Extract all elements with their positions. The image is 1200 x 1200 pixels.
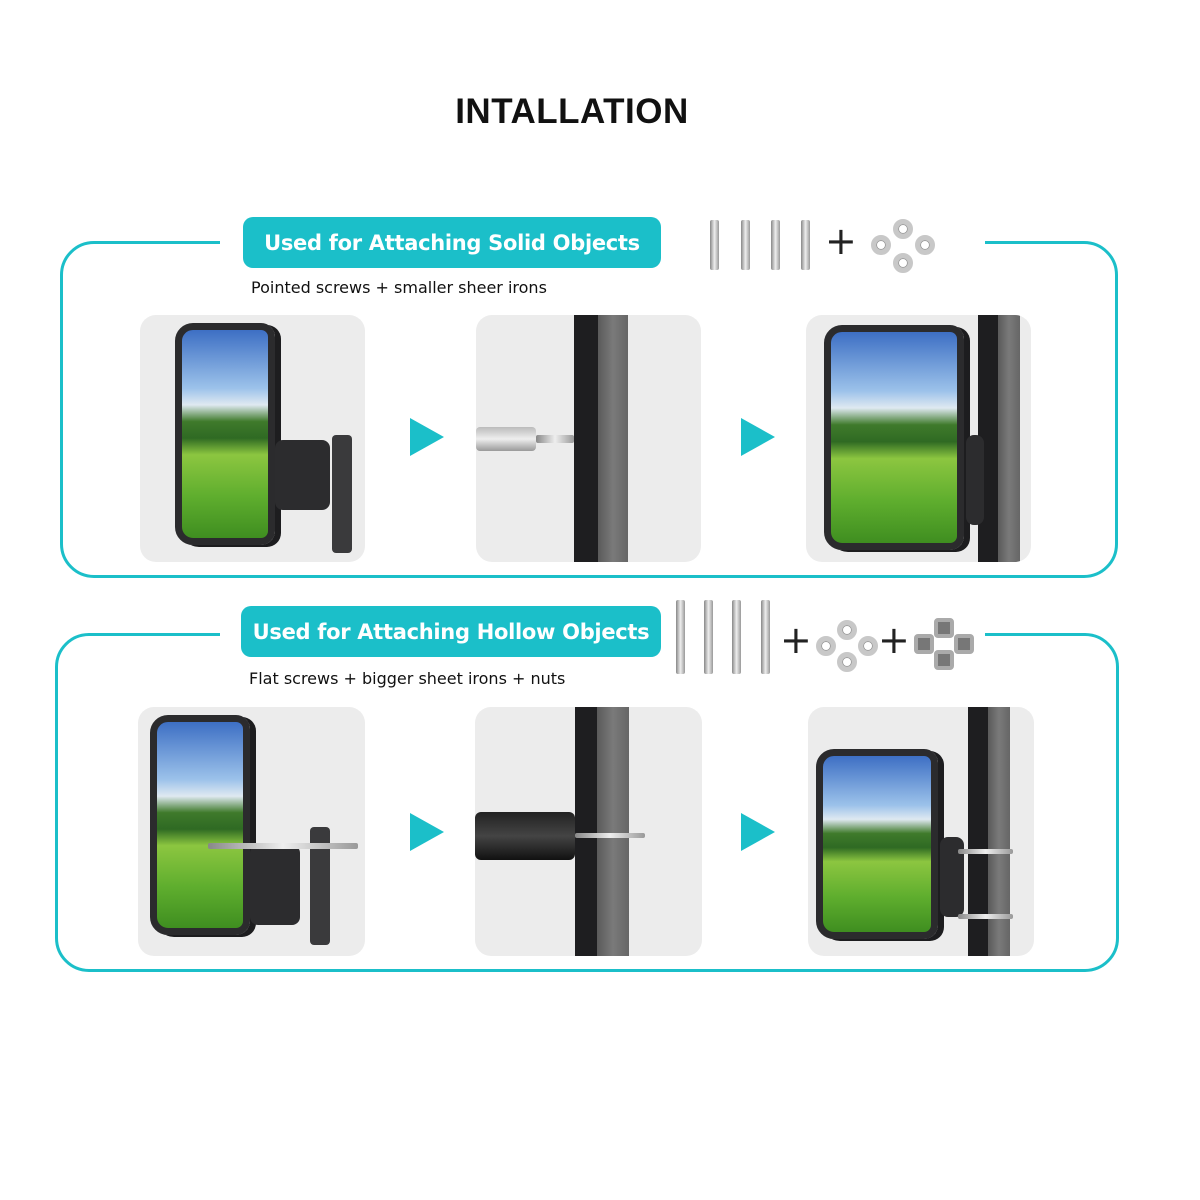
- solid-objects-subtitle: Pointed screws + smaller sheer irons: [251, 278, 547, 297]
- washer-icon: [893, 253, 913, 273]
- wall-edge: [574, 315, 598, 562]
- flat-screw-icon: [208, 843, 358, 849]
- drill-bit-icon: [575, 833, 645, 838]
- flat-screw-icon: [676, 600, 685, 674]
- mirror-arm: [250, 845, 300, 925]
- washer-icon: [837, 652, 857, 672]
- flat-screw-icon: [958, 914, 1013, 919]
- plus-sign: +: [780, 618, 812, 662]
- washer-icon: [915, 235, 935, 255]
- wall-surface: [598, 315, 628, 562]
- pointed-screw-icon: [536, 435, 574, 443]
- step-mirror-bolted: [808, 707, 1034, 956]
- pointed-screw-icon: [801, 220, 810, 270]
- mirror-image: [824, 325, 964, 550]
- step-drill-wall: [475, 707, 702, 956]
- wall-surface: [988, 707, 1010, 956]
- wall-surface: [998, 315, 1020, 562]
- screwdriver-icon: [476, 427, 536, 451]
- solid-objects-heading: Used for Attaching Solid Objects: [243, 217, 661, 268]
- next-step-arrow-icon: [410, 418, 444, 456]
- hollow-objects-subtitle: Flat screws + bigger sheet irons + nuts: [249, 669, 566, 688]
- next-step-arrow-icon: [741, 418, 775, 456]
- mount-plate: [310, 827, 330, 945]
- washer-icon: [816, 636, 836, 656]
- hollow-objects-heading: Used for Attaching Hollow Objects: [241, 606, 661, 657]
- plus-sign: +: [825, 219, 857, 263]
- wall-surface: [597, 707, 629, 956]
- plus-sign: +: [878, 618, 910, 662]
- step-mirror-mounted: [806, 315, 1031, 562]
- washer-icon: [893, 219, 913, 239]
- wall-edge: [968, 707, 988, 956]
- page-title: INTALLATION: [455, 92, 689, 131]
- wall-edge: [575, 707, 597, 956]
- flat-screw-icon: [732, 600, 741, 674]
- mirror-image: [816, 749, 938, 939]
- pointed-screw-icon: [741, 220, 750, 270]
- step-mirror-with-bolts: [138, 707, 365, 956]
- mount-plate: [332, 435, 352, 553]
- mirror-image: [175, 323, 275, 545]
- flat-screw-icon: [704, 600, 713, 674]
- pointed-screw-icon: [771, 220, 780, 270]
- mirror-image: [150, 715, 250, 935]
- pointed-screw-icon: [710, 220, 719, 270]
- step-screw-into-wall: [476, 315, 701, 562]
- washer-icon: [837, 620, 857, 640]
- next-step-arrow-icon: [410, 813, 444, 851]
- flat-screw-icon: [761, 600, 770, 674]
- mirror-arm: [966, 435, 984, 525]
- nut-icon: [934, 650, 954, 670]
- hollow-hardware-group: + +: [670, 598, 980, 678]
- next-step-arrow-icon: [741, 813, 775, 851]
- mirror-arm: [275, 440, 330, 510]
- nut-icon: [934, 618, 954, 638]
- drill-icon: [475, 812, 575, 860]
- flat-screw-icon: [958, 849, 1013, 854]
- nut-icon: [914, 634, 934, 654]
- washer-icon: [871, 235, 891, 255]
- washer-icon: [858, 636, 878, 656]
- solid-hardware-group: +: [705, 215, 945, 275]
- step-mirror-with-bracket: [140, 315, 365, 562]
- nut-icon: [954, 634, 974, 654]
